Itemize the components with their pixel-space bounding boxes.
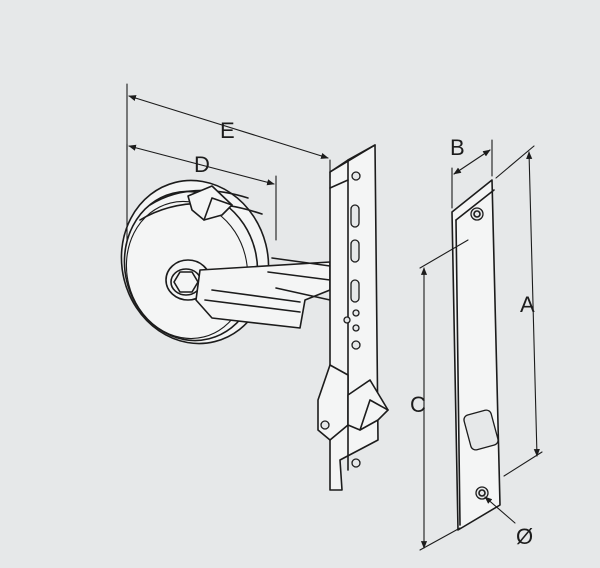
label-c: C <box>410 392 426 417</box>
dimension-c <box>419 239 469 551</box>
label-a: A <box>520 292 535 317</box>
top-clip <box>187 185 233 221</box>
connecting-arm <box>195 257 331 329</box>
label-b: B <box>450 135 465 160</box>
mounting-bracket <box>317 144 389 491</box>
dimension-b <box>451 139 493 209</box>
dimension-e <box>126 83 331 241</box>
dimension-a <box>495 145 543 477</box>
label-diameter: Ø <box>516 524 533 549</box>
label-e: E <box>220 118 235 143</box>
dimension-d <box>126 143 277 241</box>
label-d: D <box>194 152 210 177</box>
cover-plate <box>451 179 501 531</box>
dimension-diameter <box>484 496 516 524</box>
